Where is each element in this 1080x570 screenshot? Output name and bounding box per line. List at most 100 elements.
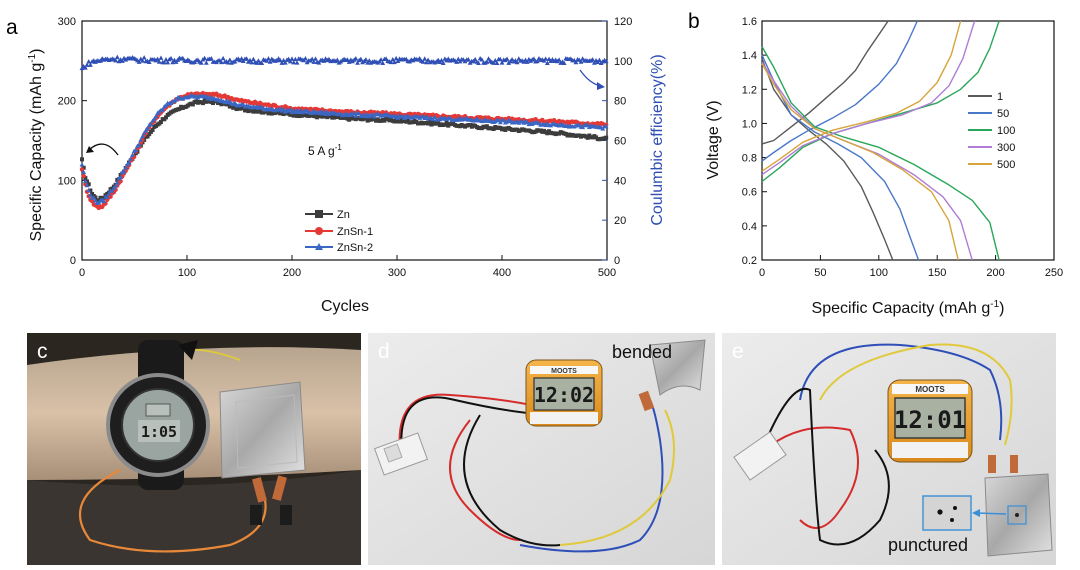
legend-label-znsn2: ZnSn-2 xyxy=(337,242,373,254)
point-Zn-10 xyxy=(90,192,95,197)
point-CE-374 xyxy=(472,56,478,62)
curve-discharge-300 xyxy=(761,61,973,261)
wire-red-lower xyxy=(449,419,521,541)
point-CE-398 xyxy=(497,56,503,62)
point-CE-133 xyxy=(219,59,224,65)
point-Zn-331 xyxy=(427,119,432,124)
connector-plug-icon xyxy=(733,431,787,481)
point-ZnSn-2-264 xyxy=(356,110,362,116)
point-Zn-170 xyxy=(258,108,263,113)
xtick-label-a-3: 300 xyxy=(388,267,406,279)
point-ZnSn-2-350 xyxy=(447,115,453,120)
legend-label-znsn1: ZnSn-1 xyxy=(337,226,373,238)
watch-icon: 1:05 xyxy=(106,373,210,477)
point-ZnSn-2-496 xyxy=(600,126,606,131)
photo-d: MOOTS 12:02 bended d xyxy=(368,333,715,565)
wire-black-lower xyxy=(463,414,561,547)
point-ZnSn-2-261 xyxy=(353,113,359,118)
point-Zn-139 xyxy=(226,102,231,107)
curve-discharge-1 xyxy=(761,58,894,261)
point-CE-443 xyxy=(544,60,550,65)
point-CE-139 xyxy=(225,60,231,65)
pedometer-icon: MOOTS 12:01 xyxy=(887,379,973,463)
arrow-left-head xyxy=(86,146,94,153)
point-CE-395 xyxy=(494,60,500,65)
inset-hole-1 xyxy=(937,509,943,515)
point-CE-493 xyxy=(597,57,602,63)
alligator-clip-icon-2 xyxy=(1010,455,1018,473)
xlabel-b: Specific Capacity (mAh g-1) xyxy=(812,299,1005,317)
point-ZnSn-2-45 xyxy=(126,160,132,165)
point-CE-328 xyxy=(424,59,429,65)
ytick-label-a-3: 300 xyxy=(58,16,76,28)
point-CE-325 xyxy=(420,59,426,64)
ytick-label-b-0: 0.2 xyxy=(742,255,757,267)
curve-discharge-500 xyxy=(761,63,959,261)
point-CE-454 xyxy=(556,57,562,62)
point-CE-243 xyxy=(334,57,340,62)
point-CE-190 xyxy=(279,60,285,65)
point-ZnSn-1-0 xyxy=(79,167,85,172)
curve-charge-100 xyxy=(761,20,1000,183)
point-CE-200 xyxy=(289,56,295,61)
point-CE-261 xyxy=(353,56,359,61)
point-CE-80 xyxy=(163,57,169,62)
point-Zn-173 xyxy=(261,110,266,115)
inset-hole-2 xyxy=(953,506,957,510)
ytick-label-b-2: 0.6 xyxy=(742,187,757,199)
point-CE-72 xyxy=(155,56,160,62)
wire-blue xyxy=(799,343,1003,441)
alligator-clip-icon xyxy=(250,475,292,525)
point-CE-58 xyxy=(140,58,145,63)
point-CE-262 xyxy=(355,60,360,65)
point-CE-3 xyxy=(82,65,88,70)
point-CE-59 xyxy=(141,55,147,60)
arrow-left-icon xyxy=(88,143,119,156)
point-ZnSn-2-77 xyxy=(160,107,166,112)
point-CE-64 xyxy=(146,59,152,65)
point-Zn-147 xyxy=(234,107,239,112)
legend-label-zn: Zn xyxy=(337,209,350,221)
point-Zn-80 xyxy=(164,115,168,120)
legend-marker-znsn2 xyxy=(315,243,323,250)
photo-c: 1:05 c xyxy=(27,333,361,565)
battery-pouch-icon xyxy=(649,339,706,396)
point-CE-163 xyxy=(250,56,256,62)
point-CE-74 xyxy=(156,59,162,64)
caption-bended: bended xyxy=(612,342,672,362)
point-Zn-13 xyxy=(93,195,98,200)
point-CE-189 xyxy=(277,57,283,63)
point-CE-219 xyxy=(309,56,315,61)
point-CE-203 xyxy=(292,56,298,62)
point-CE-266 xyxy=(358,56,364,62)
xtick-label-a-2: 200 xyxy=(283,267,301,279)
point-CE-368 xyxy=(466,57,471,62)
point-ZnSn-2-5 xyxy=(84,182,90,188)
alligator-clip-icon xyxy=(988,455,996,473)
battery-pouch-icon xyxy=(219,381,306,479)
arrow-right-head xyxy=(597,82,605,90)
photo-label-e: e xyxy=(732,340,744,363)
pedometer-brand-d: MOOTS xyxy=(551,368,577,375)
point-CE-123 xyxy=(208,56,214,61)
point-ZnSn-2-42 xyxy=(123,165,129,170)
point-Zn-202 xyxy=(291,113,296,118)
point-CE-117 xyxy=(202,55,208,61)
point-CE-405 xyxy=(504,56,510,61)
y2tick-label-a-3: 60 xyxy=(614,136,626,148)
point-CE-286 xyxy=(380,60,386,65)
point-ZnSn-2-336 xyxy=(432,114,438,120)
photo-label-d: d xyxy=(378,340,390,363)
point-ZnSn-2-198 xyxy=(287,106,293,112)
point-ZnSn-1-27 xyxy=(108,194,113,199)
curve-charge-1 xyxy=(761,20,889,145)
point-CE-75 xyxy=(158,55,164,60)
arrow-left-icon xyxy=(972,509,980,517)
xtick-label-b-4: 200 xyxy=(986,267,1004,279)
point-CE-357 xyxy=(454,59,460,64)
rate-annotation: 5 A g-1 xyxy=(308,143,342,158)
xtick-label-a-1: 100 xyxy=(178,267,196,279)
point-Zn-93 xyxy=(177,106,182,111)
